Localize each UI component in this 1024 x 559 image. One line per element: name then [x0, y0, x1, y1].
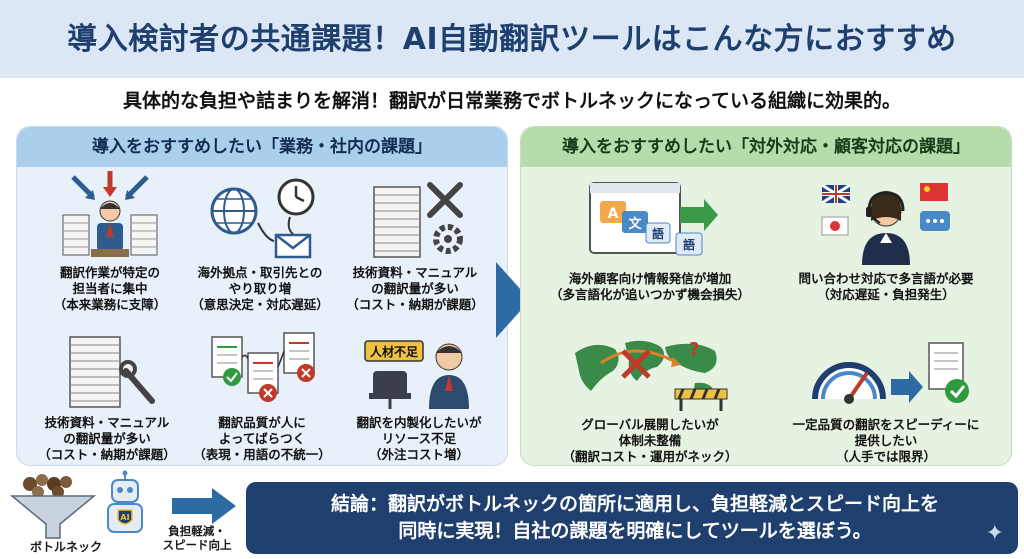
- conclusion-line2: 同時に実現！自社の課題を明確にしてツールを選ぼう。: [398, 520, 872, 542]
- conclusion-line1: 結論：翻訳がボトルネックの箇所に適用し、負担軽減とスピード向上を: [330, 493, 939, 515]
- svg-text:?: ?: [689, 339, 699, 360]
- ext-issue-2-line2: （対応遅延・負担発生）: [817, 287, 955, 302]
- ext-issue-3-line2: 体制未整備: [618, 433, 682, 448]
- issue-6-line2: リソース不足: [381, 431, 457, 446]
- issue-4-line1: 技術資料・マニュアル: [44, 415, 170, 430]
- ext-issue-1-line2: （多言語化が追いつかず機会損失）: [549, 287, 750, 302]
- document-stack-tools-icon: [373, 182, 463, 258]
- issue-2-line2: やり取り増: [228, 281, 292, 296]
- external-issues-panel: 導入をおすすめしたい「対外対応・顧客対応の課題」 A 文 語 語 海外顧客向け情…: [520, 126, 1012, 466]
- ext-issue-1-line1: 海外顧客向け情報発信が増加: [568, 271, 732, 286]
- conclusion-text: 結論：翻訳がボトルネックの箇所に適用し、負担軽減とスピード向上を 同時に実現！自…: [270, 491, 1000, 545]
- ext-issue-4-line2: 提供したい: [854, 433, 918, 448]
- inconsistent-documents-icon: [211, 332, 315, 402]
- external-issues-header: 導入をおすすめしたい「対外対応・顧客対応の課題」: [521, 127, 1011, 167]
- issue-fast-quality-translation: 一定品質の翻訳をスピーディーに 提供したい （人手では限界）: [771, 333, 1001, 465]
- issue-6-line3: （外注コスト増）: [368, 447, 469, 462]
- issue-global-expansion: ? グローバル展開したいが 体制未整備 （翻訳コスト・運用がネック）: [535, 333, 765, 465]
- overworked-person-icon: [62, 171, 158, 257]
- ext-issue-2-line1: 問い合わせ対応で多言語が必要: [798, 271, 974, 286]
- bottleneck-label: ボトルネック: [30, 540, 103, 554]
- issue-1-line3: （本来業務に支障）: [53, 297, 167, 312]
- issue-1-line2: 担当者に集中: [72, 281, 148, 296]
- page-subtitle: 具体的な負担や詰まりを解消！翻訳が日常業務でボトルネックになっている組織に効果的…: [122, 90, 902, 112]
- document-stack-wrench-icon: [69, 336, 155, 408]
- internal-issues-panel: 導入をおすすめしたい「業務・社内の課題」 翻訳作業が特定の 担当者に集中 （本来…: [16, 126, 508, 466]
- issue-2-line3: （意思決定・対応遅延）: [191, 297, 329, 312]
- issue-4-line2: の翻訳量が多い: [63, 431, 151, 446]
- internal-issues-header: 導入をおすすめしたい「業務・社内の課題」: [17, 127, 507, 167]
- issue-3-line2: の翻訳量が多い: [371, 281, 459, 296]
- burden-label-line1: 負担軽減・: [168, 524, 226, 538]
- translation-screen-icon: A 文 語 語: [589, 182, 718, 256]
- ext-issue-4-line1: 一定品質の翻訳をスピーディーに: [792, 417, 980, 432]
- speedometer-document-icon: [812, 342, 969, 404]
- glyph-go-2: 語: [683, 237, 695, 252]
- issue-technical-docs-volume-2: 技術資料・マニュアル の翻訳量が多い （コスト・納期が課題）: [27, 331, 187, 463]
- issue-inhouse-resource-shortage: 人材不足 翻訳を内製化したいが リソース不足 （外注コスト増）: [339, 331, 499, 463]
- issue-3-line1: 技術資料・マニュアル: [352, 265, 478, 280]
- issue-1-line1: 翻訳作業が特定の: [59, 265, 160, 280]
- glyph-go: 語: [652, 226, 664, 241]
- issue-4-line3: （コスト・納期が課題）: [38, 447, 176, 462]
- robot-badge-text: AI: [120, 513, 129, 522]
- issue-2-line1: 海外拠点・取引先との: [197, 265, 323, 280]
- conclusion-banner: 結論：翻訳がボトルネックの箇所に適用し、負担軽減とスピード向上を 同時に実現！自…: [246, 482, 1018, 554]
- issue-5-line1: 翻訳品質が人に: [218, 415, 306, 430]
- issue-technical-docs-volume: 技術資料・マニュアル の翻訳量が多い （コスト・納期が課題）: [335, 177, 495, 313]
- issue-5-line3: （表現・用語の不統一）: [193, 447, 331, 462]
- issue-concentrated-translator: 翻訳作業が特定の 担当者に集中 （本来業務に支障）: [35, 171, 185, 313]
- staff-shortage-icon: 人材不足: [364, 340, 469, 409]
- ext-issue-4-line3: （人手では限界）: [835, 449, 936, 464]
- issue-overseas-communication: 海外拠点・取引先との やり取り増 （意思決定・対応遅延）: [185, 177, 335, 313]
- issue-3-line3: （コスト・納期が課題）: [346, 297, 484, 312]
- title-bar: [0, 0, 1024, 78]
- issue-multilingual-inquiries: 問い合わせ対応で多言語が必要 （対応遅延・負担発生）: [771, 177, 1001, 303]
- shortage-sign-text: 人材不足: [370, 344, 418, 359]
- ext-issue-3-line1: グローバル展開したいが: [581, 417, 719, 432]
- burden-label-line2: スピード向上: [162, 538, 232, 552]
- funnel-robot-arrow-icon: AI: [9, 470, 236, 539]
- burden-speed-label: 負担軽減・ スピード向上: [152, 524, 242, 552]
- support-agent-flags-icon: [821, 183, 950, 265]
- issue-quality-variance: 翻訳品質が人に よってばらつく （表現・用語の不統一）: [187, 327, 337, 463]
- globe-clock-mail-icon: [210, 178, 315, 259]
- issue-5-line2: よってばらつく: [218, 431, 306, 446]
- glyph-bun: 文: [628, 216, 642, 232]
- issue-6-line1: 翻訳を内製化したいが: [356, 415, 482, 430]
- bottleneck-solution-graphic: AI ボトルネック 負担軽減・ スピード向上: [0, 470, 250, 559]
- ext-issue-3-line3: （翻訳コスト・運用がネック）: [562, 449, 738, 464]
- glyph-a: A: [608, 206, 619, 222]
- page-title: 導入検討者の共通課題！AI自動翻訳ツールはこんな方におすすめ: [67, 22, 957, 57]
- issue-overseas-info-dissemination: A 文 語 語 海外顧客向け情報発信が増加 （多言語化が追いつかず機会損失）: [535, 177, 765, 303]
- world-map-barrier-icon: ?: [575, 339, 728, 411]
- sparkle-icon: ✦: [985, 521, 1004, 546]
